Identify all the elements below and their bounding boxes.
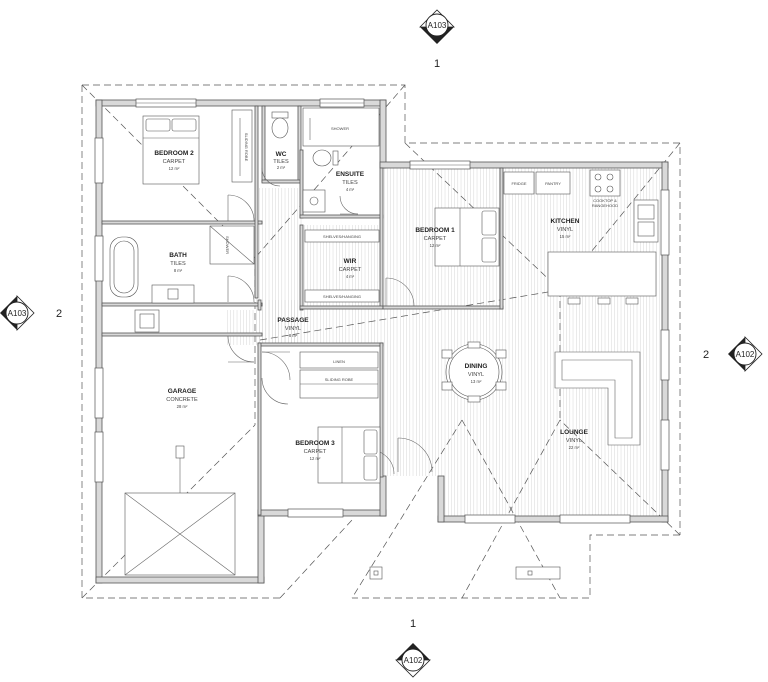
svg-text:BATH: BATH bbox=[169, 252, 187, 259]
sliding-robe-bedroom2 bbox=[231, 109, 253, 183]
label-shower-bath: SHOWER bbox=[225, 236, 230, 254]
fridge bbox=[503, 171, 535, 195]
label-linen: LINEN bbox=[333, 359, 345, 364]
svg-text:DINING: DINING bbox=[465, 363, 488, 370]
label-rangehood: RANGEHOOD bbox=[592, 203, 618, 208]
label-sliding-robe-bed3: SLIDING ROBE bbox=[325, 377, 354, 382]
post-right bbox=[515, 566, 561, 580]
svg-text:15 m²: 15 m² bbox=[560, 234, 571, 239]
svg-text:2 m²: 2 m² bbox=[277, 165, 286, 170]
svg-text:PASSAGE: PASSAGE bbox=[277, 317, 309, 324]
lounge-sofa bbox=[554, 351, 641, 446]
label-shower-ensuite: SHOWER bbox=[331, 126, 349, 131]
room-bedroom1: BEDROOM 1 CARPET 12 m² bbox=[415, 227, 455, 248]
svg-text:22 m²: 22 m² bbox=[569, 445, 580, 450]
svg-text:CONCRETE: CONCRETE bbox=[166, 397, 198, 403]
room-passage: PASSAGE VINYL 8 m² bbox=[277, 317, 309, 338]
svg-text:CARPET: CARPET bbox=[339, 267, 362, 273]
section-ref-right: A102 bbox=[736, 350, 755, 359]
wir-shelves-bottom bbox=[304, 289, 380, 303]
section-marker-right[interactable]: A102 2 bbox=[703, 336, 763, 372]
svg-text:4 m²: 4 m² bbox=[346, 187, 355, 192]
svg-text:TILES: TILES bbox=[342, 180, 358, 186]
svg-text:CARPET: CARPET bbox=[304, 449, 327, 455]
svg-text:8 m²: 8 m² bbox=[289, 333, 298, 338]
svg-text:WIR: WIR bbox=[344, 258, 357, 265]
room-labels: BEDROOM 2 CARPET 12 m² WC TILES 2 m² ENS… bbox=[154, 150, 588, 461]
cooktop bbox=[589, 169, 621, 197]
svg-text:CARPET: CARPET bbox=[424, 236, 447, 242]
room-lounge: LOUNGE VINYL 22 m² bbox=[560, 429, 588, 450]
interior-walls bbox=[101, 105, 504, 516]
label-pantry: PANTRY bbox=[545, 181, 561, 186]
svg-text:12 m²: 12 m² bbox=[430, 243, 441, 248]
room-bath: BATH TILES 8 m² bbox=[169, 252, 187, 273]
svg-text:VINYL: VINYL bbox=[285, 326, 301, 332]
windows bbox=[94, 98, 670, 524]
pantry bbox=[535, 171, 571, 195]
svg-text:TILES: TILES bbox=[273, 159, 289, 165]
fixture-labels: SLIDING ROBE SHOWER SHOWER FRIDGE PANTRY… bbox=[225, 126, 618, 382]
shower-ensuite bbox=[302, 107, 380, 147]
kitchen-island bbox=[547, 251, 657, 297]
label-wir-shelves-top: SHELVES/HANGING bbox=[323, 234, 361, 239]
wir-shelves-top bbox=[304, 229, 380, 243]
room-wc: WC TILES 2 m² bbox=[273, 151, 289, 170]
svg-text:8 m²: 8 m² bbox=[174, 268, 183, 273]
room-garage: GARAGE CONCRETE 28 m² bbox=[166, 388, 198, 409]
label-wir-shelves-bottom: SHELVES/HANGING bbox=[323, 294, 361, 299]
svg-text:BEDROOM 1: BEDROOM 1 bbox=[415, 227, 455, 234]
svg-text:TILES: TILES bbox=[170, 261, 186, 267]
room-wir: WIR CARPET 4 m² bbox=[339, 258, 362, 279]
label-sliding-robe-bed2: SLIDING ROBE bbox=[244, 133, 249, 162]
svg-text:GARAGE: GARAGE bbox=[168, 388, 197, 395]
svg-text:KITCHEN: KITCHEN bbox=[551, 218, 580, 225]
svg-text:12 m²: 12 m² bbox=[169, 166, 180, 171]
svg-text:BEDROOM 3: BEDROOM 3 bbox=[295, 440, 335, 447]
grid-number-bottom: 1 bbox=[410, 618, 416, 630]
svg-text:ENSUITE: ENSUITE bbox=[336, 171, 365, 178]
svg-text:28 m²: 28 m² bbox=[177, 404, 188, 409]
room-dining: DINING VINYL 13 m² bbox=[465, 363, 488, 384]
grid-number-top: 1 bbox=[434, 58, 440, 70]
section-marker-left[interactable]: A103 2 bbox=[0, 295, 62, 331]
svg-text:13 m²: 13 m² bbox=[471, 379, 482, 384]
label-fridge: FRIDGE bbox=[511, 181, 526, 186]
svg-text:CARPET: CARPET bbox=[163, 159, 186, 165]
label-cooktop: COOKTOP & bbox=[593, 198, 617, 203]
linen-cupboard bbox=[299, 351, 379, 369]
room-kitchen: KITCHEN VINYL 15 m² bbox=[551, 218, 580, 239]
svg-text:LOUNGE: LOUNGE bbox=[560, 429, 588, 436]
svg-text:BEDROOM 2: BEDROOM 2 bbox=[154, 150, 194, 157]
toilet-wc bbox=[271, 111, 289, 119]
svg-text:VINYL: VINYL bbox=[468, 372, 484, 378]
section-marker-bottom[interactable]: A102 1 bbox=[395, 618, 431, 678]
room-bedroom2: BEDROOM 2 CARPET 12 m² bbox=[154, 150, 194, 171]
svg-text:12 m²: 12 m² bbox=[310, 456, 321, 461]
doors bbox=[227, 167, 433, 475]
section-ref-bottom: A102 bbox=[404, 656, 423, 665]
toilet-ensuite bbox=[312, 149, 332, 167]
svg-text:4 m²: 4 m² bbox=[346, 274, 355, 279]
room-bedroom3: BEDROOM 3 CARPET 12 m² bbox=[295, 440, 335, 461]
svg-text:WC: WC bbox=[276, 151, 287, 158]
section-marker-top[interactable]: A103 1 bbox=[419, 9, 455, 70]
svg-text:VINYL: VINYL bbox=[557, 227, 573, 233]
section-ref-top: A103 bbox=[428, 21, 447, 30]
svg-text:VINYL: VINYL bbox=[566, 438, 582, 444]
grid-number-left: 2 bbox=[56, 308, 62, 320]
grid-number-right: 2 bbox=[703, 349, 709, 361]
fixtures bbox=[109, 107, 659, 580]
room-ensuite: ENSUITE TILES 4 m² bbox=[336, 171, 365, 192]
section-ref-left: A103 bbox=[8, 309, 27, 318]
